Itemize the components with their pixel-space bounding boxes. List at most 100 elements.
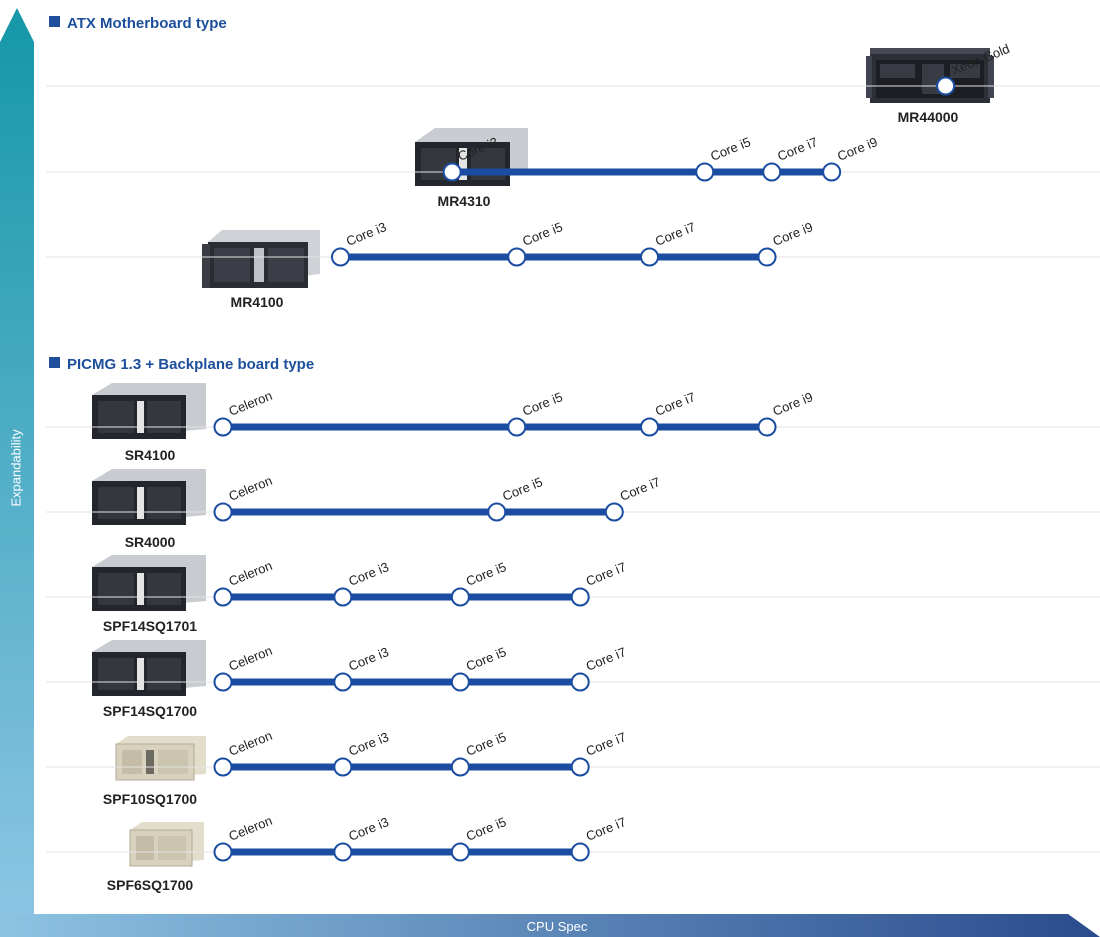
cpu-label: Core i3	[344, 219, 388, 249]
model-name: SR4100	[125, 447, 176, 463]
cpu-label: Celeron	[227, 643, 275, 674]
x-axis-label: CPU Spec	[527, 919, 588, 934]
cpu-node	[213, 587, 233, 607]
cpu-label: Core i7	[653, 389, 697, 419]
section-marker-icon	[49, 357, 60, 368]
cpu-label: Core i7	[618, 474, 662, 504]
cpu-node	[822, 162, 842, 182]
cpu-node	[487, 502, 507, 522]
cpu-node	[570, 587, 590, 607]
cpu-node	[604, 502, 624, 522]
cpu-node	[570, 672, 590, 692]
cpu-label: Core i9	[771, 219, 815, 249]
cpu-label: Core i9	[771, 389, 815, 419]
model-name: MR4100	[231, 294, 284, 310]
product-row-mr44000	[936, 76, 956, 96]
cpu-node	[450, 672, 470, 692]
cpu-label: Core i7	[653, 219, 697, 249]
product-row-spf6sq1700	[213, 842, 590, 862]
cpu-node	[213, 842, 233, 862]
cpu-node	[757, 247, 777, 267]
cpu-label: Core i7	[584, 644, 628, 674]
cpu-label: Core i7	[584, 814, 628, 844]
cpu-node	[450, 757, 470, 777]
cpu-label: Celeron	[227, 388, 275, 419]
cpu-node	[213, 672, 233, 692]
cpu-label: Core i5	[464, 644, 508, 674]
product-row-sr4100	[213, 417, 777, 437]
cpu-label: Core i7	[584, 729, 628, 759]
chassis-image-spf10sq1700	[115, 736, 206, 781]
chassis-image-spf14sq1701	[92, 555, 206, 611]
cpu-label: Core i5	[500, 474, 544, 504]
cpu-label: Celeron	[227, 728, 275, 759]
product-row-sr4000	[213, 502, 624, 522]
cpu-label: Celeron	[227, 558, 275, 589]
model-name: SPF10SQ1700	[103, 791, 197, 807]
cpu-label: Core i5	[464, 559, 508, 589]
cpu-label: Core i3	[346, 814, 390, 844]
cpu-node	[570, 757, 590, 777]
model-name: MR4310	[438, 193, 491, 209]
cpu-label: Core i5	[464, 729, 508, 759]
cpu-label: Core i5	[464, 814, 508, 844]
y-axis-label: Expandability	[8, 429, 23, 507]
cpu-node	[331, 247, 350, 267]
section-title-atx: ATX Motherboard type	[49, 15, 227, 32]
cpu-label: Core i3	[346, 729, 390, 759]
section-title-picmg: PICMG 1.3 + Backplane board type	[49, 356, 314, 373]
cpu-node	[442, 162, 462, 182]
cpu-label: Core i7	[775, 134, 819, 164]
cpu-label: Core i5	[520, 389, 564, 419]
cpu-node	[213, 757, 233, 777]
section-title: ATX Motherboard type	[67, 15, 227, 32]
cpu-label: Core i9	[835, 134, 879, 164]
cpu-label: Core i7	[584, 559, 628, 589]
chassis-image-spf6sq1700	[129, 822, 204, 867]
model-name: SPF14SQ1700	[103, 703, 197, 719]
cpu-node	[695, 162, 715, 182]
cpu-tracks	[213, 76, 956, 862]
product-row-spf14sq1701	[213, 587, 590, 607]
product-row-spf14sq1700	[213, 672, 590, 692]
cpu-node	[936, 76, 956, 96]
x-axis-arrow	[0, 914, 1100, 937]
chassis-image-sr4000	[92, 469, 206, 525]
cpu-node	[507, 417, 527, 437]
cpu-node	[507, 247, 527, 267]
cpu-node	[762, 162, 782, 182]
cpu-node	[450, 842, 470, 862]
cpu-node	[333, 672, 353, 692]
cpu-label: Celeron	[227, 473, 275, 504]
cpu-node	[640, 247, 660, 267]
product-row-mr4100	[331, 247, 777, 267]
chassis-image-spf14sq1700	[92, 640, 206, 696]
chassis-image-sr4100	[92, 383, 206, 439]
model-name: MR44000	[898, 109, 959, 125]
cpu-node	[333, 587, 353, 607]
product-row-spf10sq1700	[213, 757, 590, 777]
product-row-mr4310	[442, 162, 842, 182]
model-name: SR4000	[125, 534, 176, 550]
cpu-node	[450, 587, 470, 607]
cpu-label: Core i5	[708, 134, 752, 164]
cpu-node	[333, 757, 353, 777]
x-axis: CPU Spec	[0, 914, 1100, 937]
y-axis: Expandability	[0, 8, 34, 937]
model-name: SPF14SQ1701	[103, 618, 197, 634]
section-marker-icon	[49, 16, 60, 27]
section-title: PICMG 1.3 + Backplane board type	[67, 356, 314, 373]
cpu-node	[333, 842, 353, 862]
cpu-label: Core i5	[520, 219, 564, 249]
model-name: SPF6SQ1700	[107, 877, 194, 893]
cpu-node	[570, 842, 590, 862]
y-axis-arrow	[0, 8, 34, 937]
cpu-node	[640, 417, 660, 437]
cpu-label: Core i3	[346, 644, 390, 674]
cpu-label: Core i3	[346, 559, 390, 589]
cpu-node	[213, 417, 233, 437]
chassis-image-mr4100	[202, 230, 320, 288]
cpu-node	[757, 417, 777, 437]
cpu-label: Celeron	[227, 813, 275, 844]
